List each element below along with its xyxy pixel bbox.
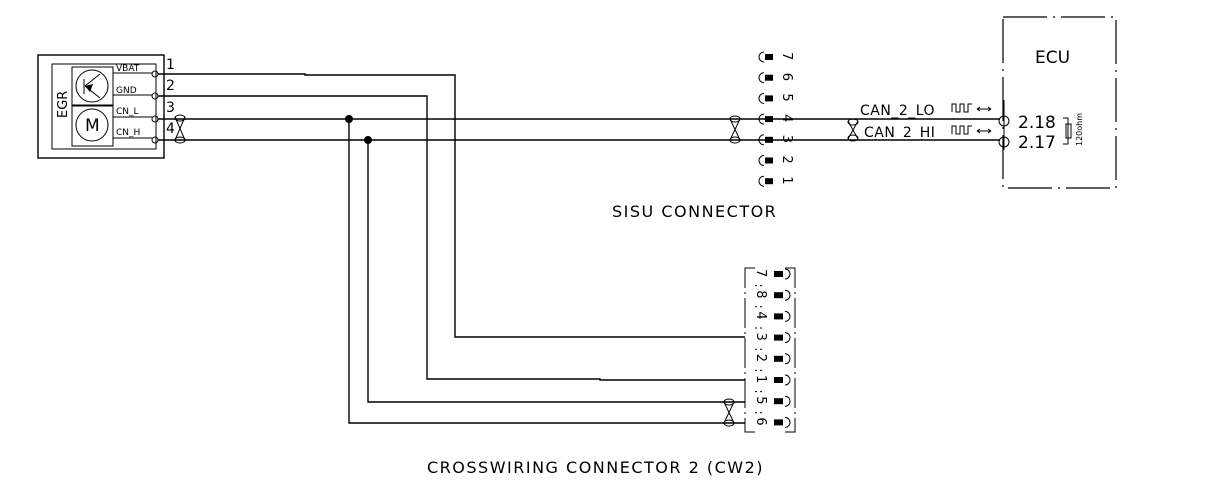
sisu-connector: 7 6 5 4 3 2 1 [758,51,794,187]
pin-label-cn-h: CN_H [116,128,140,138]
motor-symbol: M [85,116,100,136]
cw2-pin-number: 1 [753,375,768,383]
sisu-pin-number: 3 [779,135,794,143]
cw2-pin-number: 2 [753,354,768,362]
egr-label: EGR [56,91,71,118]
cw2-pin-6: 6 [753,416,791,428]
terminal-icon [151,115,159,123]
twisted-pair-icon [847,118,859,142]
sisu-connector-title: SISU CONNECTOR [612,202,777,221]
egr-component: EGR M VBAT GND CN_L CN_H [37,54,165,159]
sisu-pin-number: 5 [779,93,794,101]
wire-gnd [158,95,745,381]
cw2-pin-number: 8 [753,290,768,298]
ecu-title: ECU [1035,48,1070,68]
wire-can-high-branch [367,140,745,403]
pin-label-cn-l: CN_L [116,107,139,117]
sisu-pin-4: 4 [758,113,794,125]
sisu-pin-5: 5 [758,92,794,104]
cw2-pin-1: 1 [753,374,791,386]
egr-inner-box [51,63,157,150]
ecu-pin-2-17: 2.17 [1018,133,1056,153]
twisted-pair-icon [729,115,741,144]
wire-number-4: 4 [166,121,175,137]
wire-vbat [158,73,745,338]
cw2-pin-number: 6 [753,417,768,425]
wire-number-2: 2 [166,78,175,94]
wire-can-low-branch [348,119,745,424]
sisu-pin-number: 1 [779,176,794,184]
wire-number-1: 1 [166,57,175,73]
egr-outer-box [37,54,165,159]
resistor-value: 120ohm [1075,113,1084,146]
terminal-icon [151,70,159,78]
sensor-box [71,66,114,106]
junction-dot [364,136,372,144]
sisu-pin-number: 2 [779,156,794,164]
can-2-lo-label: CAN_2_LO [860,103,935,119]
cw2-connector-title: CROSSWIRING CONNECTOR 2 (CW2) [427,458,764,477]
sisu-pin-3: 3 [758,134,794,146]
bidirectional-arrow-icon [976,106,992,134]
resistor-icon [1063,117,1072,145]
sisu-pin-number: 6 [779,73,794,81]
cw2-pin-8: 8 [753,289,791,301]
cw2-pin-3: 3 [753,332,791,344]
cw2-pin-2: 2 [753,353,791,365]
wire-number-3: 3 [166,100,175,116]
pin-label-gnd: GND [116,86,137,96]
ecu-pin-2-18: 2.18 [1018,113,1056,133]
junction-dot [345,115,353,123]
sisu-pin-number: 4 [779,114,794,122]
sisu-pin-6: 6 [758,72,794,84]
cw2-pin-number: 3 [753,333,768,341]
sisu-pin-7: 7 [758,51,794,63]
ecu-terminal-icon [998,115,1010,127]
motor-box [71,105,114,147]
can-2-hi-label: CAN_2_HI [864,125,935,141]
square-wave-icon [951,103,972,135]
motor-icon [75,108,109,142]
sisu-pin-number: 7 [779,52,794,60]
sisu-pin-1: 1 [758,175,794,187]
cw2-connector: 7 8 4 3 2 1 5 6 [744,267,796,433]
pin-label-vbat: VBAT [116,64,140,74]
twisted-pair-icon [723,398,735,427]
cw2-pin-number: 5 [753,396,768,404]
cw2-pin-number: 7 [753,269,768,277]
ecu-box [1002,16,1117,189]
terminal-icon [151,92,159,100]
cw2-pin-5: 5 [753,395,791,407]
cw2-pin-7: 7 [753,268,791,280]
ecu-component: ECU 2.18 2.17 120ohm [998,16,1117,189]
cw2-pin-4: 4 [753,310,791,322]
terminal-icon [151,136,159,144]
position-sensor-icon [75,69,109,103]
sisu-pin-2: 2 [758,155,794,166]
cw2-pin-number: 4 [753,311,768,319]
